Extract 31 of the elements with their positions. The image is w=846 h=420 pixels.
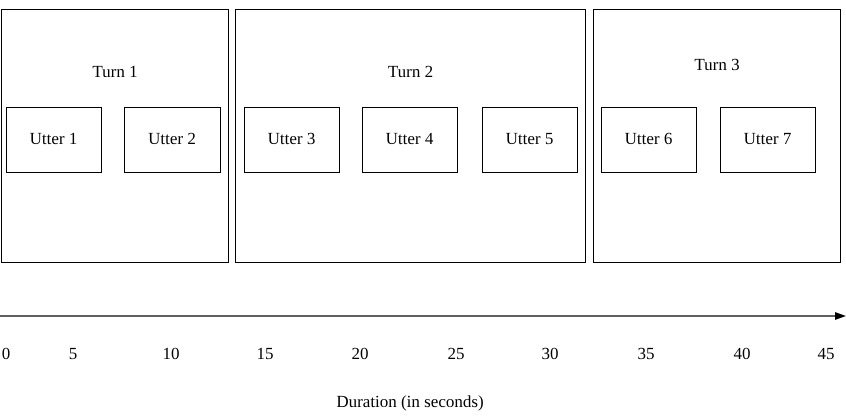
tick-label: 45 [818, 344, 834, 364]
utterance-box [244, 106, 340, 172]
utterance-box [362, 106, 458, 172]
turn-box [235, 9, 586, 263]
tick-label: 25 [448, 344, 464, 364]
tick-label: 40 [734, 344, 750, 364]
turn-box [593, 9, 841, 263]
utterance-label: Utter 3 [266, 128, 316, 148]
utterance-label: Utter 6 [624, 128, 674, 148]
utterance-label: Utter 2 [147, 128, 197, 148]
utterance-label: Utter 7 [742, 128, 792, 148]
tick-label: 20 [352, 344, 368, 364]
turn-label: Turn 2 [386, 62, 434, 82]
tick-label: 5 [68, 344, 78, 364]
tick-label: 10 [162, 344, 180, 364]
utterance-box [124, 106, 220, 172]
utterance-box [482, 106, 578, 172]
tick-label: 0 [2, 344, 10, 364]
axis-title: Duration (in seconds) [336, 392, 484, 412]
tick-label: 30 [542, 344, 558, 364]
turn-label: Turn 3 [693, 55, 741, 75]
utterance-label: Utter 4 [384, 128, 434, 148]
tick-label: 15 [256, 344, 274, 364]
turn-box [1, 9, 229, 263]
turn-label: Turn 1 [91, 62, 139, 82]
utterance-label: Utter 5 [504, 128, 554, 148]
tick-label: 35 [638, 344, 654, 364]
utterance-box [6, 106, 102, 172]
utterance-box [600, 106, 696, 172]
utterance-label: Utter 1 [28, 128, 78, 148]
utterance-box [720, 106, 816, 172]
